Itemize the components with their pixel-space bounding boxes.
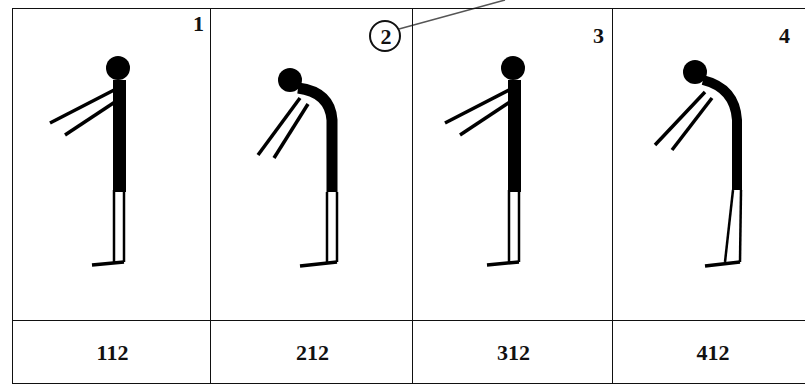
label-cell: 312 xyxy=(412,320,613,384)
callout-number: 4 xyxy=(779,23,790,49)
label-cell: 412 xyxy=(612,320,805,384)
leader-line xyxy=(399,0,505,29)
callout-number: 3 xyxy=(593,23,604,49)
figure-panel: 3 xyxy=(412,8,613,321)
figure-label: 212 xyxy=(296,340,329,366)
label-cell: 112 xyxy=(12,320,211,384)
standing-figure xyxy=(445,56,525,265)
bowing-figure xyxy=(258,68,337,266)
figure-panel: 2 xyxy=(210,8,413,321)
callout-circle xyxy=(370,21,400,51)
figure-label: 312 xyxy=(497,340,530,366)
figure-label: 412 xyxy=(697,340,730,366)
label-cell: 212 xyxy=(210,320,413,384)
callout-number: 2 xyxy=(372,23,400,51)
figure-label: 112 xyxy=(97,340,129,366)
figure-panel: 4 xyxy=(612,8,805,321)
standing-figure xyxy=(50,56,130,265)
bowing-figure xyxy=(655,60,741,266)
figure-panel: 1 xyxy=(12,8,211,321)
callout-number: 1 xyxy=(193,11,204,37)
